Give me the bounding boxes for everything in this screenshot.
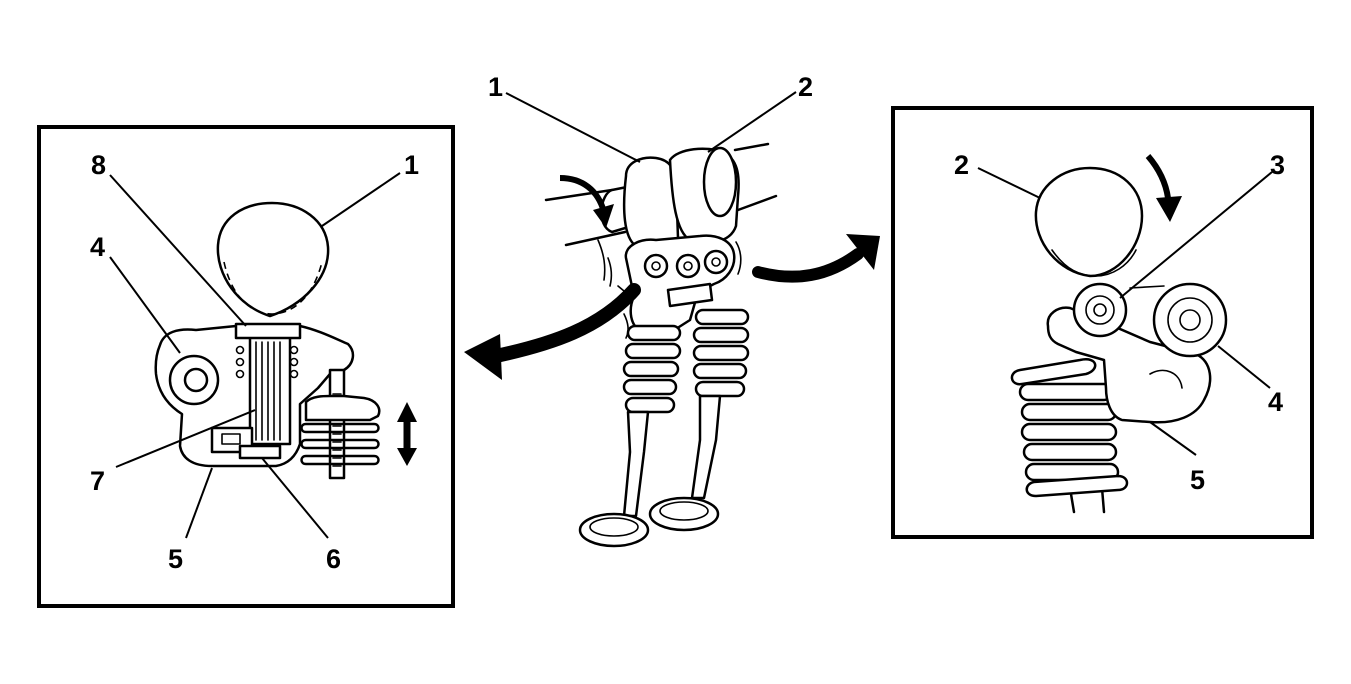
arrow-to-left-inset: [464, 283, 641, 380]
left-plunger-balls: [235, 345, 299, 379]
left-spring-retainer: [304, 394, 381, 422]
right-cam-base-dash: [1051, 249, 1137, 277]
left-pivot-roller-hub: [183, 367, 209, 393]
center-leader-2: [707, 91, 797, 153]
right-detail-inset: 2 3 4 5: [891, 106, 1314, 539]
right-rotation-arrow: [1145, 154, 1182, 222]
right-callout-3: 3: [1270, 150, 1285, 180]
center-valve-stem-left: [622, 410, 650, 518]
right-base-line: [1129, 285, 1165, 289]
left-leader-5: [185, 467, 213, 539]
left-leader-8: [109, 174, 247, 327]
right-pivot: [1152, 282, 1228, 358]
center-leader-1: [505, 92, 641, 163]
center-journal: [702, 146, 738, 218]
center-callout-1: 1: [488, 72, 503, 102]
arrow-to-right-inset: [752, 234, 880, 283]
left-cam-lobe: [216, 201, 330, 318]
left-motion-double-arrow: [397, 402, 417, 466]
left-callout-5: 5: [168, 544, 183, 574]
left-valve-spring: [300, 422, 380, 466]
right-roller: [1072, 282, 1128, 338]
left-cam-base-dash: [223, 261, 323, 315]
right-roller-hub: [1093, 303, 1107, 317]
right-callout-5: 5: [1190, 465, 1205, 495]
left-oil-feed: [238, 444, 282, 460]
left-callout-4: 4: [90, 232, 105, 262]
right-leader-5: [1149, 421, 1197, 456]
left-leader-6: [261, 457, 329, 539]
right-roller-inner: [1085, 295, 1115, 325]
right-callout-4: 4: [1268, 387, 1283, 417]
left-leader-1: [321, 172, 401, 227]
center-valve-head-left: [578, 512, 650, 548]
center-valve-stem-right: [690, 394, 722, 500]
right-cam-lobe: [1034, 166, 1144, 278]
right-leader-2: [977, 167, 1041, 199]
center-spring-right: [692, 308, 750, 398]
center-callout-2: 2: [798, 72, 813, 102]
right-rocker-socket: [1149, 369, 1183, 389]
center-rocker-pad: [666, 282, 714, 308]
center-rollers: [643, 249, 729, 279]
left-callout-1: 1: [404, 150, 419, 180]
left-check-valve-inner: [221, 433, 241, 445]
left-callout-6: 6: [326, 544, 341, 574]
right-pivot-inner: [1167, 297, 1213, 343]
right-callout-2: 2: [954, 150, 969, 180]
left-detail-inset: 1 8 4 7 5 6: [37, 125, 455, 608]
right-valve-spring: [1010, 358, 1129, 498]
left-leader-4: [109, 256, 181, 354]
right-leader-3: [1119, 171, 1273, 299]
center-valve-head-right: [648, 496, 720, 532]
left-callout-7: 7: [90, 466, 105, 496]
center-spring-left: [622, 324, 682, 414]
left-lash-adjuster-cap: [234, 322, 302, 340]
center-assembly: 1 2: [488, 72, 813, 548]
left-lash-adjuster-hatch: [255, 341, 281, 441]
right-leader-4: [1217, 345, 1271, 389]
left-leader-7: [115, 409, 256, 468]
left-callout-8: 8: [91, 150, 106, 180]
center-rotation-arrow: [559, 175, 614, 228]
right-pivot-hub: [1179, 309, 1201, 331]
right-rocker-arm: [1046, 306, 1212, 424]
